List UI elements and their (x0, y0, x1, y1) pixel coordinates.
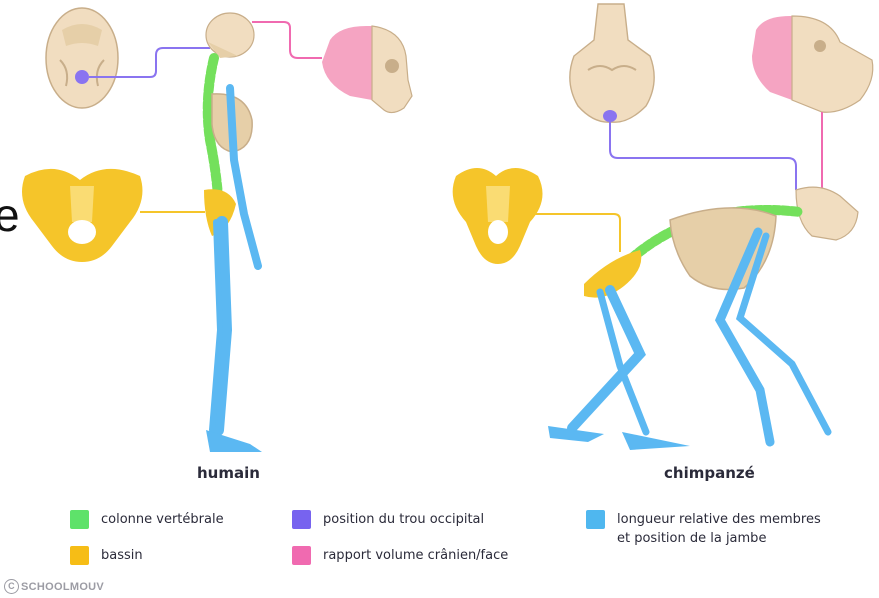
legend-item-occipital: position du trou occipital (292, 510, 484, 529)
copyright-icon: C (4, 579, 19, 594)
legend-label-limbs-line-1: longueur relative des membres (617, 510, 821, 529)
human-caption: humain (197, 464, 260, 482)
legend-swatch-cranium (292, 546, 311, 565)
legend-label-limbs: longueur relative des membres et positio… (617, 510, 821, 548)
chimp-pelvis-front-view (453, 168, 543, 264)
chimp-pelvis-connector (534, 214, 620, 252)
human-skull-profile (322, 26, 412, 113)
legend-swatch-spine (70, 510, 89, 529)
legend-label-cranium: rapport volume crânien/face (323, 546, 508, 565)
credit-text: SCHOOLMOUV (21, 581, 104, 593)
legend-item-limbs: longueur relative des membres et positio… (586, 510, 821, 548)
human-cranium-connector (252, 22, 322, 58)
schoolmouv-logo: C SCHOOLMOUV (4, 579, 104, 594)
chimp-caption: chimpanzé (664, 464, 755, 482)
cut-off-letter: e (0, 192, 20, 238)
human-pelvis-front-view (22, 169, 142, 262)
legend-item-spine: colonne vertébrale (70, 510, 224, 529)
chimp-skull-profile (752, 16, 873, 112)
legend-label-limbs-line-2: et position de la jambe (617, 529, 821, 548)
human-skull-base-top-view (46, 8, 118, 108)
legend-label-occipital: position du trou occipital (323, 510, 484, 529)
chimp-skull-base-top-view (570, 4, 654, 122)
chimp-skeleton (548, 187, 858, 450)
legend-label-pelvis: bassin (101, 546, 143, 565)
legend-swatch-pelvis (70, 546, 89, 565)
chimp-occipital-connector (610, 122, 796, 190)
human-skeleton (204, 13, 262, 452)
legend-swatch-limbs (586, 510, 605, 529)
legend-label-spine: colonne vertébrale (101, 510, 224, 529)
legend-item-pelvis: bassin (70, 546, 143, 565)
legend-item-cranium: rapport volume crânien/face (292, 546, 508, 565)
legend-swatch-occipital (292, 510, 311, 529)
